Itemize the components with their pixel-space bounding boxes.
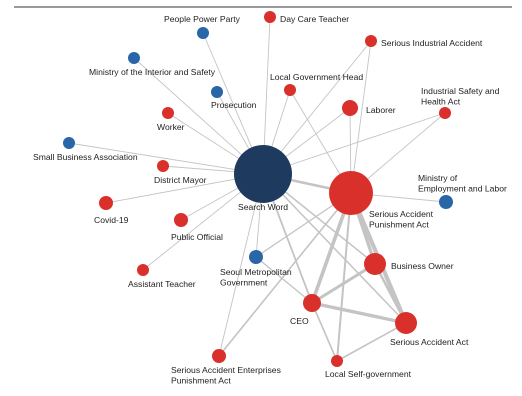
node-lsg[interactable] bbox=[331, 355, 343, 367]
node-mois[interactable] bbox=[128, 52, 140, 64]
label-sapact-line-1: Punishment Act bbox=[171, 376, 231, 386]
label-ishact-line-0: Industrial Safety and bbox=[421, 86, 500, 96]
node-ppp[interactable] bbox=[197, 27, 209, 39]
label-prosecution: Prosecution bbox=[211, 100, 257, 110]
node-moel[interactable] bbox=[439, 195, 453, 209]
label-ceo: CEO bbox=[290, 316, 309, 326]
node-sapa[interactable] bbox=[329, 171, 373, 215]
label-sia: Serious Industrial Accident bbox=[381, 38, 483, 48]
node-ishact[interactable] bbox=[439, 107, 451, 119]
edge-ceo-owner bbox=[310, 262, 377, 305]
label-sba: Small Business Association bbox=[33, 152, 138, 162]
label-mois: Ministry of the Interior and Safety bbox=[89, 67, 216, 77]
label-worker: Worker bbox=[157, 122, 185, 132]
node-lgh[interactable] bbox=[284, 84, 296, 96]
label-saa: Serious Accident Act bbox=[390, 337, 469, 347]
node-sapact[interactable] bbox=[212, 349, 226, 363]
label-ppp: People Power Party bbox=[164, 14, 241, 24]
node-worker[interactable] bbox=[162, 107, 174, 119]
node-covid[interactable] bbox=[99, 196, 113, 210]
edge-search-ishact bbox=[262, 112, 446, 175]
label-covid: Covid-19 bbox=[94, 215, 129, 225]
label-ishact-line-1: Health Act bbox=[421, 97, 461, 107]
node-official[interactable] bbox=[174, 213, 188, 227]
edge-ceo-lsg bbox=[311, 302, 338, 362]
label-official: Public Official bbox=[171, 232, 223, 242]
edge-sapa-sia bbox=[350, 40, 372, 194]
node-search[interactable] bbox=[234, 145, 292, 203]
edge-sapa-lsg bbox=[336, 192, 352, 362]
edge-search-saa bbox=[262, 173, 407, 324]
label-owner: Business Owner bbox=[391, 261, 454, 271]
label-moel-line-0: Ministry of bbox=[418, 173, 458, 183]
edge-owner-saa bbox=[373, 262, 408, 325]
label-mayor: District Mayor bbox=[154, 175, 207, 185]
label-sapact-line-0: Serious Accident Enterprises bbox=[171, 365, 281, 375]
label-moel-line-1: Employment and Labor bbox=[418, 184, 507, 194]
node-ceo[interactable] bbox=[303, 294, 321, 312]
node-saa[interactable] bbox=[395, 312, 417, 334]
node-prosecution[interactable] bbox=[211, 86, 223, 98]
node-mayor[interactable] bbox=[157, 160, 169, 172]
node-laborer[interactable] bbox=[342, 100, 358, 116]
node-daycare[interactable] bbox=[264, 11, 276, 23]
node-owner[interactable] bbox=[364, 253, 386, 275]
node-smg[interactable] bbox=[249, 250, 263, 264]
edge-ceo-smg bbox=[255, 256, 313, 304]
edge-ceo-saa bbox=[310, 301, 408, 325]
node-sba[interactable] bbox=[63, 137, 75, 149]
label-laborer: Laborer bbox=[366, 105, 396, 115]
node-asst[interactable] bbox=[137, 264, 149, 276]
edge-search-sapact bbox=[218, 173, 264, 357]
edge-sapa-sapact bbox=[218, 192, 352, 357]
node-sia[interactable] bbox=[365, 35, 377, 47]
label-lsg: Local Self-government bbox=[325, 369, 412, 379]
edge-search-sba bbox=[68, 142, 264, 175]
label-search: Search Word bbox=[238, 202, 288, 212]
edge-saa-lsg bbox=[336, 322, 407, 362]
node-layer bbox=[63, 11, 453, 367]
label-lgh: Local Government Head bbox=[270, 72, 363, 82]
label-asst: Assistant Teacher bbox=[128, 279, 196, 289]
label-smg-line-0: Seoul Metropolitan bbox=[220, 267, 292, 277]
label-daycare: Day Care Teacher bbox=[280, 14, 349, 24]
label-sapa-line-0: Serious Accident bbox=[369, 209, 434, 219]
label-smg-line-1: Government bbox=[220, 278, 268, 288]
label-sapa-line-1: Punishment Act bbox=[369, 220, 429, 230]
